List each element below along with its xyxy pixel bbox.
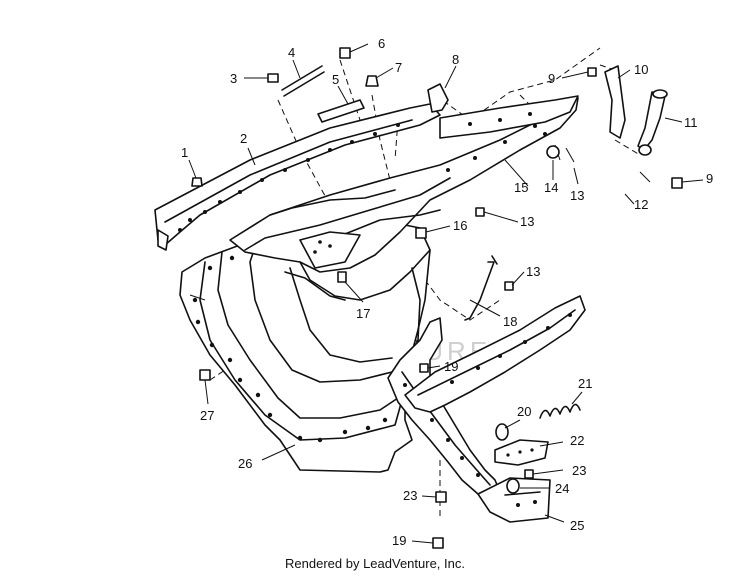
part-22-plate	[494, 439, 549, 466]
callout-7: 7	[395, 60, 402, 75]
callout-12: 12	[634, 197, 648, 212]
callout-6: 6	[378, 36, 385, 51]
part-2-bar	[154, 103, 441, 251]
callout-1: 1	[181, 145, 188, 160]
callout-16: 16	[453, 218, 467, 233]
callout-21: 21	[578, 376, 592, 391]
callout-26: 26	[238, 456, 252, 471]
callout-22: 22	[570, 433, 584, 448]
callout-9-right: 9	[706, 171, 713, 186]
render-credit: Rendered by LeadVenture, Inc.	[285, 556, 465, 571]
leader-lines	[188, 43, 704, 544]
part-18-brace	[464, 255, 498, 321]
callout-8: 8	[452, 52, 459, 67]
callout-10: 10	[634, 62, 648, 77]
callout-19-lower: 19	[392, 533, 406, 548]
callout-2: 2	[240, 131, 247, 146]
fasteners	[191, 47, 683, 549]
part-8-bracket	[427, 83, 449, 113]
callout-5: 5	[332, 72, 339, 87]
callout-19-upper: 19	[444, 359, 458, 374]
callout-9-upper: 9	[548, 71, 555, 86]
part-right-fender	[404, 295, 586, 413]
callout-27: 27	[200, 408, 214, 423]
callout-13-upper: 13	[570, 188, 584, 203]
callout-25: 25	[570, 518, 584, 533]
part-upper-right-bar	[439, 95, 579, 139]
callout-3: 3	[230, 71, 237, 86]
callout-17: 17	[356, 306, 370, 321]
part-4-pin	[281, 65, 325, 97]
part-10-arm	[604, 65, 626, 139]
callout-14: 14	[544, 180, 558, 195]
callout-4: 4	[288, 45, 295, 60]
part-14-grommet	[546, 145, 560, 159]
part-20-plug	[495, 423, 509, 441]
callout-labels: 1 2 3 4 5 6 7 8 9 10 11 9 12 13 14 15 13…	[181, 36, 713, 548]
callout-13-lower: 13	[526, 264, 540, 279]
callout-15: 15	[514, 180, 528, 195]
part-21-spring	[539, 403, 581, 419]
callout-23-right: 23	[572, 463, 586, 478]
part-5-pad	[317, 99, 365, 123]
part-11-strut	[637, 89, 668, 156]
part-15-upper-panel	[229, 97, 579, 301]
callout-18: 18	[503, 314, 517, 329]
callout-24: 24	[555, 481, 569, 496]
callout-13-mid: 13	[520, 214, 534, 229]
callout-11: 11	[684, 115, 698, 130]
callout-23-left: 23	[403, 488, 417, 503]
part-24-clamp	[506, 478, 520, 494]
callout-20: 20	[517, 404, 531, 419]
